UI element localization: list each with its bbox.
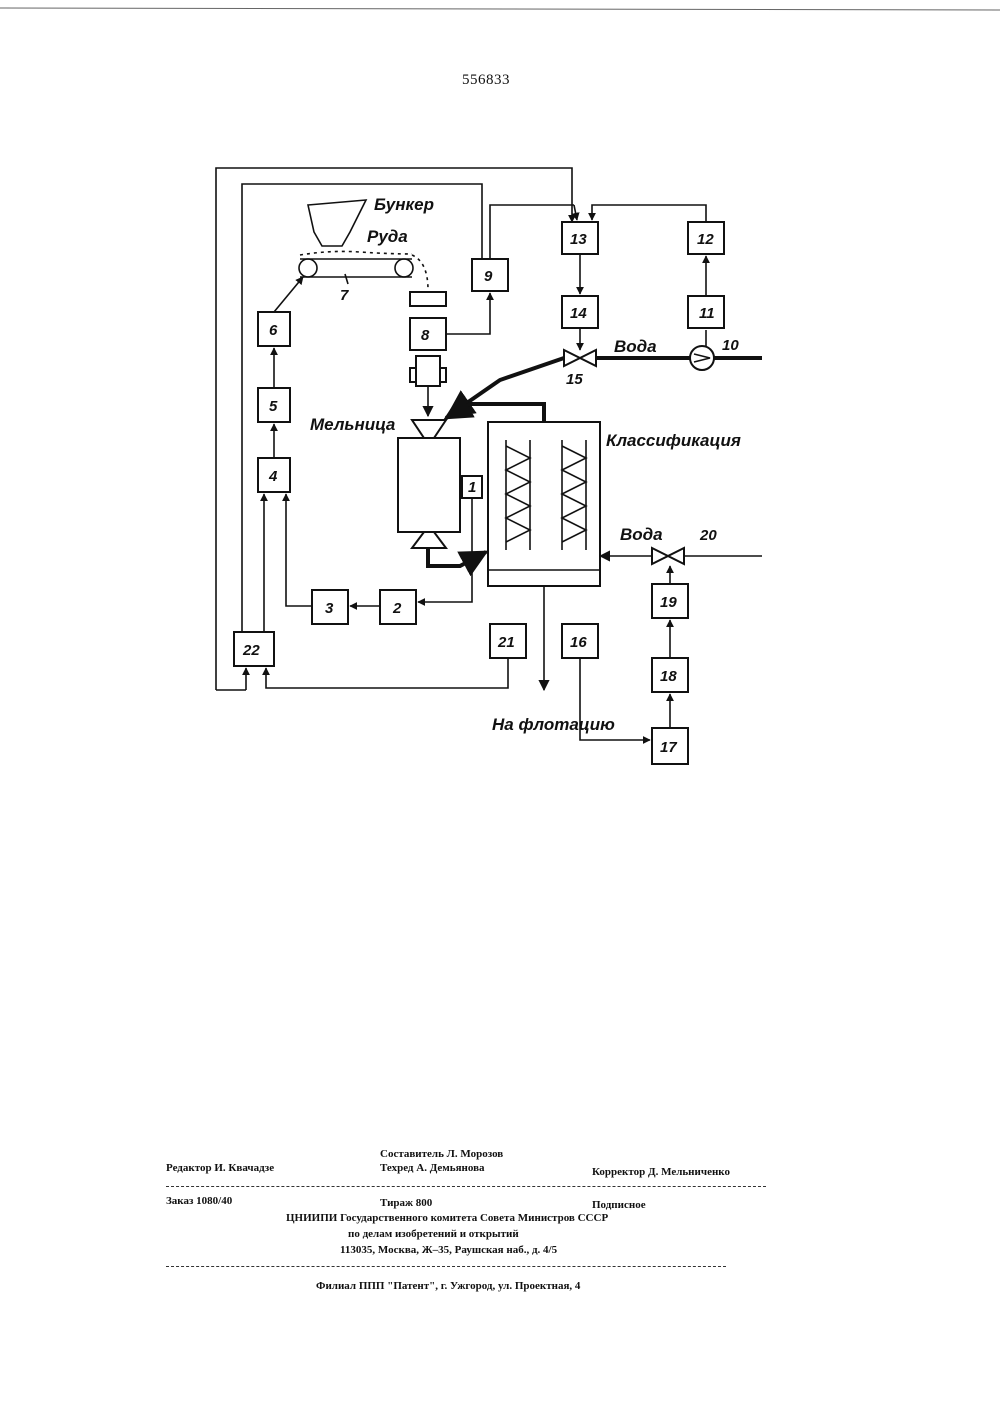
block-8-label: 8 — [421, 327, 430, 344]
circulation: Тираж 800 — [380, 1197, 432, 1209]
tech-editor: Техред А. Демьянова — [380, 1162, 485, 1174]
classification-label: Классификация — [606, 431, 741, 450]
subscription: Подписное — [592, 1199, 646, 1211]
block-5-label: 5 — [269, 398, 278, 415]
block-22-label: 22 — [242, 642, 260, 659]
branch: Филиал ППП "Патент", г. Ужгород, ул. Про… — [316, 1280, 580, 1292]
institute: ЦНИИПИ Государственного комитета Совета … — [286, 1212, 608, 1224]
block-18-label: 18 — [660, 668, 677, 685]
institute-sub: по делам изобретений и открытий — [348, 1228, 519, 1240]
block-6-label: 6 — [269, 322, 278, 339]
pump-10 — [690, 346, 714, 370]
block-19-label: 19 — [660, 594, 677, 611]
water-top-label: Вода — [614, 337, 657, 356]
corrector: Корректор Д. Мельниченко — [592, 1166, 730, 1178]
bunker-label: Бункер — [374, 195, 434, 214]
mill — [398, 438, 460, 532]
block-3-label: 3 — [325, 600, 334, 617]
valve-15-label: 15 — [566, 371, 583, 388]
address: 113035, Москва, Ж–35, Раушская наб., д. … — [340, 1244, 557, 1256]
conveyor — [299, 251, 428, 290]
block-21-label: 21 — [497, 634, 515, 651]
divider — [166, 1266, 726, 1267]
block-2-label: 2 — [392, 600, 402, 617]
block-12-label: 12 — [697, 231, 714, 248]
editor: Редактор И. Квачадзе — [166, 1162, 274, 1174]
mill-outlet — [412, 532, 446, 548]
valve-20 — [652, 548, 684, 564]
block-9-label: 9 — [484, 268, 493, 285]
mill-label: Мельница — [310, 415, 395, 434]
water-right-label: Вода — [620, 525, 663, 544]
compiler: Составитель Л. Морозов — [380, 1148, 503, 1160]
to-flotation-label: На флотацию — [492, 715, 615, 734]
block-14-label: 14 — [570, 305, 587, 322]
divider — [166, 1186, 766, 1187]
order-number: Заказ 1080/40 — [166, 1195, 232, 1207]
valve-15 — [564, 350, 596, 366]
block-16-label: 16 — [570, 634, 587, 651]
valve-20-label: 20 — [699, 527, 717, 544]
block-13-label: 13 — [570, 231, 587, 248]
block-1-label: 1 — [468, 479, 476, 496]
conveyor-number: 7 — [340, 287, 349, 304]
mill-inlet — [412, 420, 446, 438]
block-17-label: 17 — [660, 739, 677, 756]
block-4-label: 4 — [268, 468, 278, 485]
block-11-label: 11 — [699, 305, 715, 322]
ore-label: Руда — [367, 227, 408, 246]
pump-10-label: 10 — [722, 337, 739, 354]
bunker-hopper — [308, 200, 366, 246]
